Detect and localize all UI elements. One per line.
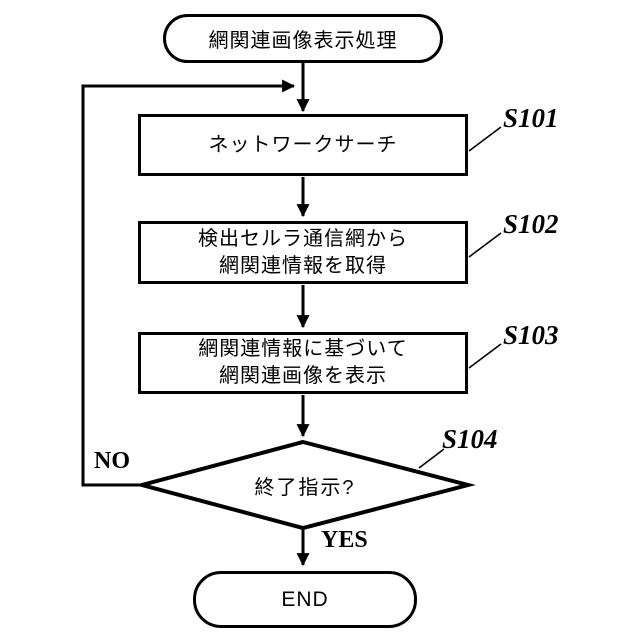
step-id-s101: S101 <box>503 103 559 133</box>
leader-line-s101 <box>468 126 502 152</box>
decision-question-text: 終了指示? <box>254 476 356 499</box>
process-box-s103: 網関連情報に基づいて 網関連画像を表示 <box>138 332 468 394</box>
process-box-s102: 検出セルラ通信網から 網関連情報を取得 <box>138 221 468 284</box>
step-id-s103: S103 <box>503 320 559 350</box>
start-terminal: 網関連画像表示処理 <box>163 14 443 63</box>
process-label-s103-line1: 網関連情報に基づいて <box>198 338 408 360</box>
decision-label-s104: 終了指示? <box>142 442 468 528</box>
process-label-s101: ネットワークサーチ <box>208 133 398 156</box>
yes-branch-label: YES <box>321 527 368 553</box>
leader-line-s104 <box>418 448 445 469</box>
leader-line-s103 <box>468 343 502 369</box>
process-box-s101: ネットワークサーチ <box>138 114 468 176</box>
end-terminal-label: END <box>281 587 329 611</box>
step-id-s102: S102 <box>503 209 559 239</box>
process-label-s102-line1: 検出セルラ通信網から <box>198 227 408 250</box>
no-branch-label: NO <box>94 448 130 474</box>
process-label-s102-line2: 網関連情報を取得 <box>219 254 387 277</box>
process-label-s103-line2: 網関連画像を表示 <box>219 365 387 387</box>
decision-diamond-s104 <box>134 439 476 531</box>
step-id-s104: S104 <box>442 424 498 454</box>
no-loop-connector <box>81 79 296 487</box>
end-terminal: END <box>193 571 417 628</box>
leader-line-s102 <box>468 232 502 258</box>
start-terminal-label: 網関連画像表示処理 <box>208 30 398 52</box>
